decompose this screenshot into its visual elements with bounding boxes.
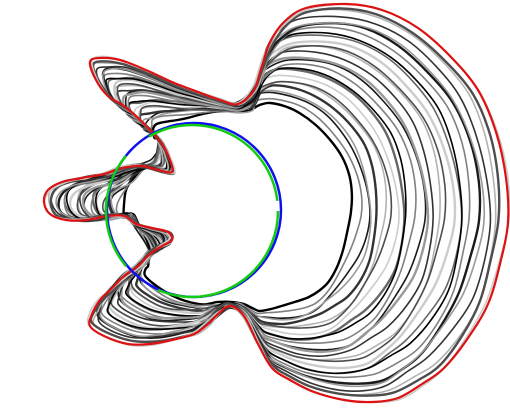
evolving-contour bbox=[110, 89, 372, 321]
evolving-contour bbox=[50, 15, 492, 393]
evolving-contour bbox=[95, 74, 400, 336]
target-contour bbox=[42, 2, 510, 404]
evolving-contour bbox=[68, 40, 457, 370]
inner-circle-green bbox=[104, 123, 280, 299]
evolving-contour bbox=[55, 22, 486, 388]
evolving-contour bbox=[81, 56, 430, 354]
evolving-contours bbox=[43, 3, 510, 404]
